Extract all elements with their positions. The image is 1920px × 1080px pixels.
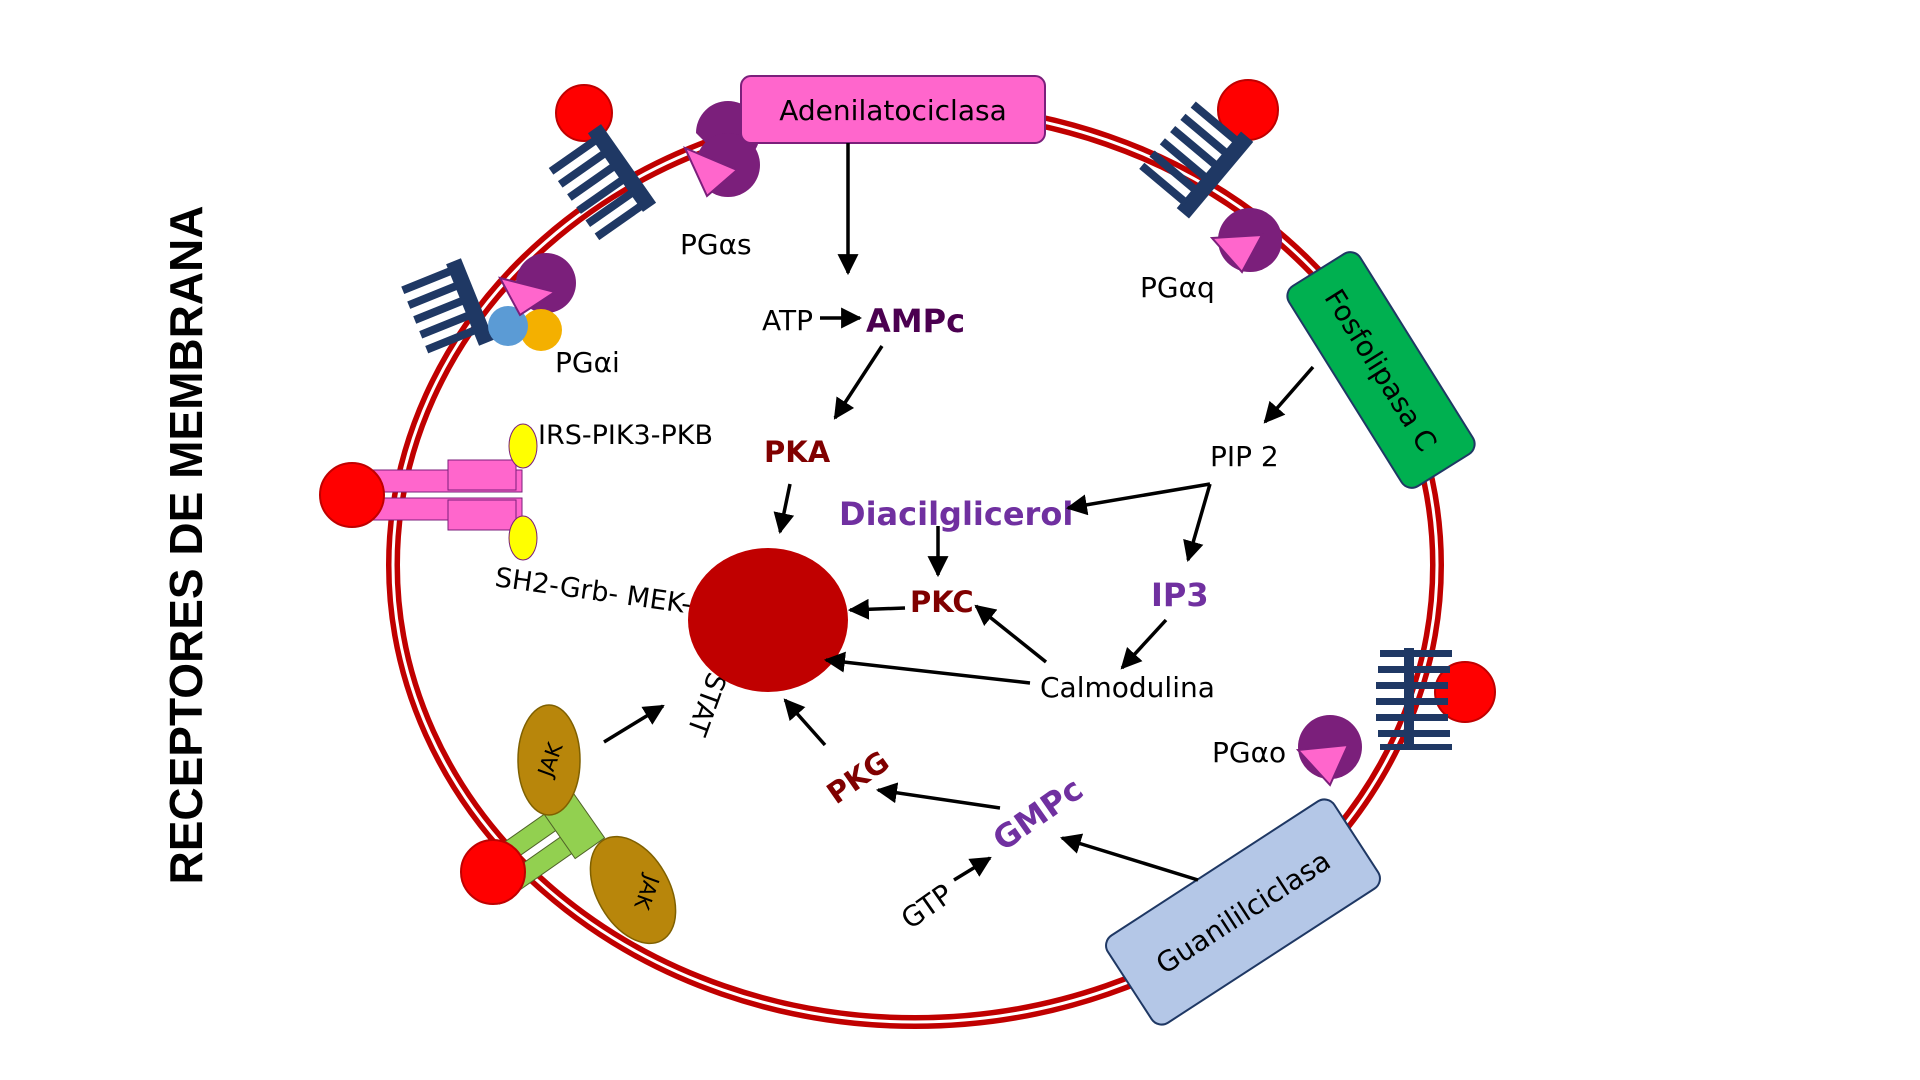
jak-top: JAK xyxy=(517,704,581,816)
irs-pathway-label: IRS-PIK3-PKB xyxy=(538,420,713,451)
gpcr-o xyxy=(1295,648,1496,787)
arrow-pip2-dag xyxy=(1065,482,1211,516)
pgao-label: PGαo xyxy=(1212,736,1286,769)
receptor-bars-s xyxy=(548,124,657,241)
adenilatociclasa-box: Adenilatociclasa xyxy=(740,75,1046,144)
receptor-bars-i xyxy=(401,258,494,354)
side-title: RECEPTORES DE MEMBRANA xyxy=(160,206,212,885)
gtp-label: GTP xyxy=(895,877,959,935)
g-protein-q-icon xyxy=(1209,208,1282,274)
ligand-jak xyxy=(460,839,526,905)
gpcr-q xyxy=(1139,79,1282,274)
arrow-gmpc-pkg xyxy=(875,782,1001,810)
adenilatociclasa-label: Adenilatociclasa xyxy=(779,94,1007,127)
arrow-ip3-calmodulina xyxy=(1120,618,1168,670)
jak-receptor: JAK JAK xyxy=(460,704,677,945)
pka-label: PKA xyxy=(764,435,831,469)
mapk-node xyxy=(688,548,848,692)
arrow-calmodulina-pkc xyxy=(974,604,1048,664)
arrow-pkc-mapk xyxy=(847,598,906,620)
g-protein-i-icon xyxy=(488,253,576,351)
pip2-label: PIP 2 xyxy=(1210,440,1279,473)
ampc-label: AMPc xyxy=(866,302,965,340)
rtk-dot-bottom xyxy=(508,515,538,561)
rtk-receptor xyxy=(319,423,538,561)
pkc-label: PKC xyxy=(910,585,974,619)
pkg-label: PKG xyxy=(821,744,896,811)
arrow-calmodulina-mapk xyxy=(823,651,1031,685)
guanililciclasa-box: Guanililciclasa xyxy=(1105,798,1381,1026)
dag-label: Diacilglicerol xyxy=(839,495,1073,533)
g-protein-o-icon xyxy=(1295,715,1362,787)
pgai-label: PGαi xyxy=(555,346,620,379)
arrow-guanililciclasa-gmpc xyxy=(1059,833,1199,882)
pgas-label: PGαs xyxy=(680,228,752,261)
arrow-ampc-pka xyxy=(833,345,884,420)
receptor-bars-q xyxy=(1139,101,1254,219)
jak-bottom: JAK xyxy=(589,835,677,945)
arrow-gtp-gmpc xyxy=(953,856,992,882)
rtk-dot-top xyxy=(508,423,538,469)
arrow-fosfolipasa-pip2 xyxy=(1263,365,1315,424)
calmodulina-label: Calmodulina xyxy=(1040,671,1215,704)
arrow-pkg-mapk xyxy=(783,698,827,747)
receptor-bars-o xyxy=(1376,648,1452,750)
arrow-pka-mapk xyxy=(773,483,795,535)
arrow-jak-stat xyxy=(603,704,665,744)
ligand-o xyxy=(1434,661,1496,723)
arrows xyxy=(603,143,1315,882)
atp-label: ATP xyxy=(762,304,813,337)
gmpc-label: GMPc xyxy=(986,770,1090,859)
gpcr-i xyxy=(401,253,576,354)
ligand-rtk xyxy=(319,462,385,528)
arrow-pip2-ip3 xyxy=(1183,483,1212,563)
ip3-label: IP3 xyxy=(1151,576,1209,614)
pgaq-label: PGαq xyxy=(1140,271,1215,304)
